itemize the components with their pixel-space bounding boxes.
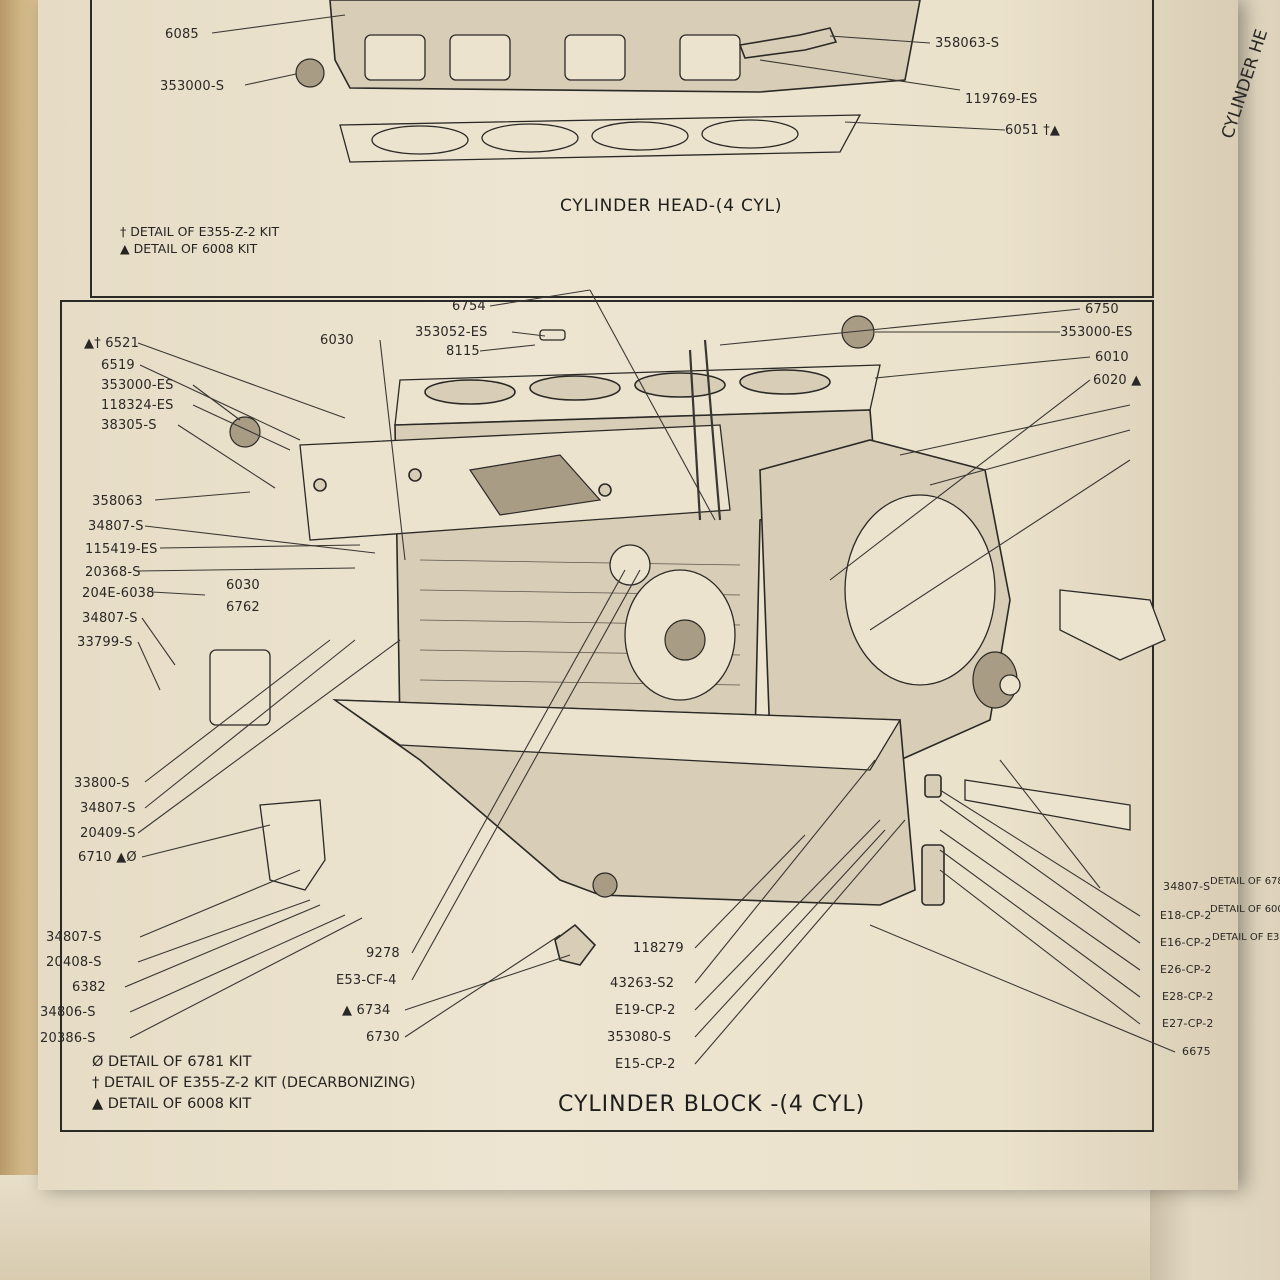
right-page-note-e356: DETAIL OF E356/7-Z-2 (1212, 932, 1280, 943)
label-e28-cp-2: E28-CP-2 (1162, 990, 1214, 1003)
label-34807-s-right: 34807-S (1163, 880, 1211, 893)
bottom-leader-lines (404, 569, 1176, 1065)
label-6750: 6750 (1085, 302, 1119, 317)
left-label: 34807-S (80, 801, 136, 816)
label-6734: ▲ 6734 (342, 1003, 391, 1018)
label-e53-cf-4: E53-CF-4 (336, 973, 397, 988)
label-8115: 8115 (446, 344, 480, 359)
cylinder-block-frame (60, 300, 1154, 1132)
label-6085: 6085 (165, 27, 199, 42)
left-label: 204E-6038 (82, 586, 155, 601)
label-358063-s: 358063-S (935, 36, 1000, 51)
left-label: 20368-S (85, 565, 141, 580)
left-label: 358063 (92, 494, 143, 509)
left-label: 353000-ES (101, 378, 174, 393)
left-leader-lines (124, 342, 401, 1039)
label-e19-cp-2: E19-CP-2 (615, 1003, 676, 1018)
label-9278: 9278 (366, 946, 400, 961)
cylinder-block-title: CYLINDER BLOCK -(4 CYL) (558, 1092, 866, 1117)
label-6754: 6754 (452, 299, 486, 314)
label-353052-es: 353052-ES (415, 325, 488, 340)
label-6675: 6675 (1182, 1045, 1211, 1058)
label-43263-s2: 43263-S2 (610, 976, 675, 991)
left-label: 115419-ES (85, 542, 158, 557)
left-label: 20408-S (46, 955, 102, 970)
label-353000-s: 353000-S (160, 79, 225, 94)
engine-block-drawing (209, 315, 1166, 966)
left-label: 20386-S (40, 1031, 96, 1046)
label-353000-es-right: 353000-ES (1060, 325, 1133, 340)
label-6020: 6020 ▲ (1093, 373, 1142, 388)
head-note-6008: ▲ DETAIL OF 6008 KIT (120, 241, 258, 256)
label-118279: 118279 (633, 941, 684, 956)
cylinder-head-drawing (295, 0, 921, 163)
label-e16-cp-2: E16-CP-2 (1160, 936, 1212, 949)
left-label: 38305-S (101, 418, 157, 433)
left-label: 34807-S (82, 611, 138, 626)
label-6030-mid: 6030 (226, 578, 260, 593)
left-label: ▲† 6521 (84, 336, 140, 351)
label-e15-cp-2: E15-CP-2 (615, 1057, 676, 1072)
cylinder-head-frame (90, 0, 1154, 298)
left-label: 34806-S (40, 1005, 96, 1020)
label-6051: 6051 †▲ (1005, 123, 1061, 138)
cylinder-head-title: CYLINDER HEAD-(4 CYL) (560, 196, 783, 216)
legend-e355: † DETAIL OF E355-Z-2 KIT (DECARBONIZING) (92, 1075, 416, 1091)
head-note-e355: † DETAIL OF E355-Z-2 KIT (120, 224, 280, 239)
right-page-note-6008: DETAIL OF 6008 KIT (1210, 904, 1280, 915)
left-label: 6382 (72, 980, 106, 995)
legend-6781: Ø DETAIL OF 6781 KIT (92, 1054, 252, 1070)
label-6010: 6010 (1095, 350, 1129, 365)
label-6030-top: 6030 (320, 333, 354, 348)
label-e26-cp-2: E26-CP-2 (1160, 963, 1212, 976)
label-353080-s: 353080-S (607, 1030, 672, 1045)
left-label: 6710 ▲Ø (78, 850, 137, 865)
label-119769-es: 119769-ES (965, 92, 1038, 107)
page-bottom-edge (0, 1175, 1150, 1280)
left-label: 34807-S (46, 930, 102, 945)
legend-6008: ▲ DETAIL OF 6008 KIT (92, 1096, 252, 1112)
label-e18-cp-2: E18-CP-2 (1160, 909, 1212, 922)
left-label: 33800-S (74, 776, 130, 791)
left-label: 20409-S (80, 826, 136, 841)
label-6730: 6730 (366, 1030, 400, 1045)
label-e27-cp-2: E27-CP-2 (1162, 1017, 1214, 1030)
right-page-note-6781: DETAIL OF 6781 KIT (1210, 876, 1280, 887)
left-label: 34807-S (88, 519, 144, 534)
left-label: 118324-ES (101, 398, 174, 413)
label-6762: 6762 (226, 600, 260, 615)
left-label: 6519 (101, 358, 135, 373)
right-leader-lines (379, 289, 1131, 631)
left-label: 33799-S (77, 635, 133, 650)
